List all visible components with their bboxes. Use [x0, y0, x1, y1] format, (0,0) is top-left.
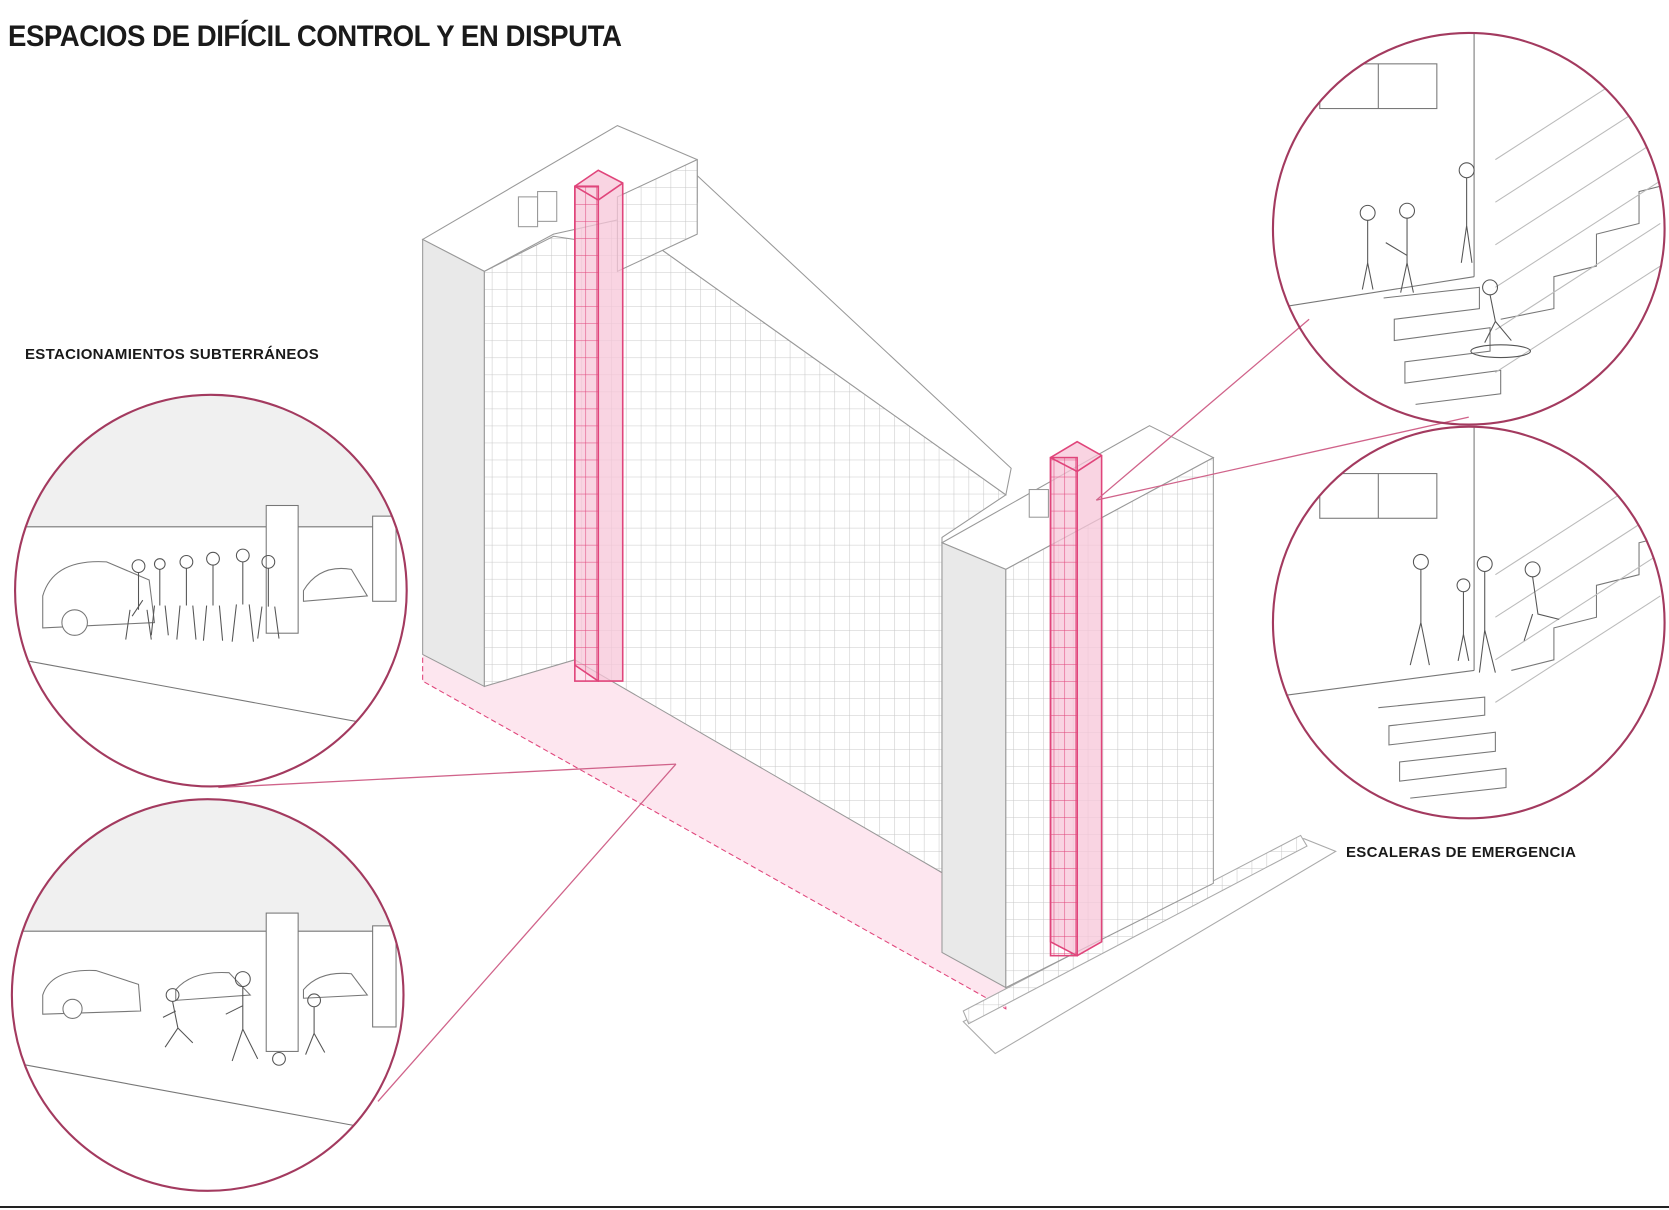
building-left-tower [421, 124, 698, 688]
vignette-parking-gathering [13, 393, 408, 788]
vignette-parking-children-playing [10, 798, 405, 1192]
callout-lines [218, 318, 1469, 1102]
stair-core-right [1049, 440, 1103, 957]
label-underground-parking: ESTACIONAMIENTOS SUBTERRÁNEOS [25, 346, 319, 363]
vignette-stairs-gathering [1271, 425, 1666, 820]
vignette-stairs-skater [1271, 31, 1666, 426]
bottom-rule [0, 1206, 1669, 1208]
label-emergency-stairs: ESCALERAS DE EMERGENCIA [1346, 844, 1577, 861]
diagram-title: ESPACIOS DE DIFÍCIL CONTROL Y EN DISPUTA [8, 20, 622, 53]
stair-core-left [574, 169, 624, 682]
